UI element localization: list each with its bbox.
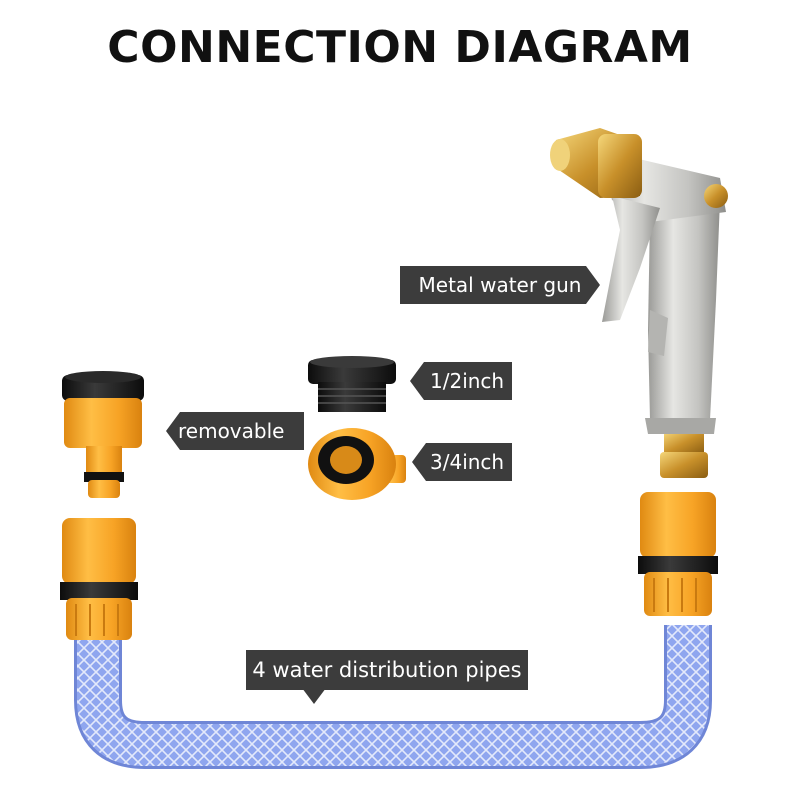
hose bbox=[74, 625, 712, 769]
distribution-pipes-pointer bbox=[302, 688, 326, 704]
metal-water-gun-label-text: Metal water gun bbox=[418, 273, 582, 297]
three-quarter-inch-adapter bbox=[308, 428, 406, 500]
half-inch-label-text: 1/2inch bbox=[430, 369, 505, 393]
distribution-pipes-callout bbox=[246, 650, 528, 708]
left-hose-connector bbox=[60, 518, 138, 640]
diagram-title: CONNECTION DIAGRAM bbox=[107, 22, 693, 73]
distribution-pipes-label-text: 4 water distribution pipes bbox=[252, 658, 522, 682]
three-quarter-inch-label-text: 3/4inch bbox=[430, 450, 505, 474]
half-inch-label: 1/2inch bbox=[410, 362, 512, 400]
half-inch-adapter bbox=[308, 356, 396, 412]
removable-label: removable bbox=[166, 412, 304, 450]
metal-water-gun-label: Metal water gun bbox=[400, 266, 600, 304]
removable-label-text: removable bbox=[178, 419, 285, 443]
left-tap-connector bbox=[62, 371, 144, 498]
right-hose-connector bbox=[638, 492, 718, 616]
metal-water-gun bbox=[550, 128, 728, 478]
three-quarter-inch-label: 3/4inch bbox=[412, 443, 512, 481]
distribution-pipes-label: 4 water distribution pipes bbox=[246, 650, 528, 690]
